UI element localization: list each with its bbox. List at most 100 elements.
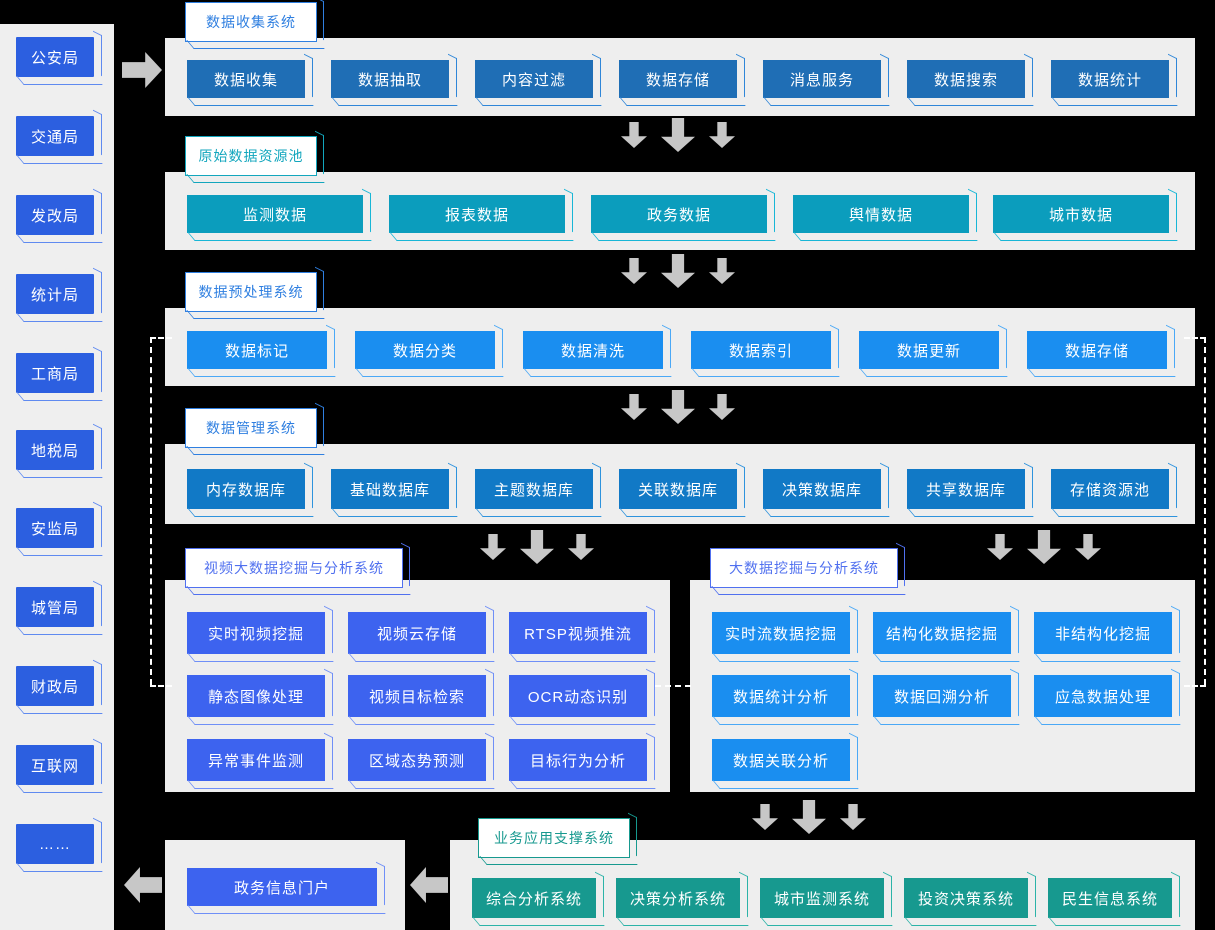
management-item-0[interactable]: 内存数据库: [187, 469, 305, 509]
portal-item-0[interactable]: 政务信息门户: [187, 868, 377, 906]
sidebar-item-6[interactable]: 安监局: [16, 508, 94, 548]
box-label: RTSP视频推流: [524, 625, 632, 643]
tab-management-system: 数据管理系统: [185, 408, 317, 448]
box-label: 城市监测系统: [773, 890, 870, 908]
tab-label: 数据收集系统: [206, 14, 296, 30]
sidebar-item-label: 工商局: [30, 365, 79, 383]
sidebar-item-label: 统计局: [30, 286, 79, 304]
box-label: 数据抽取: [357, 71, 422, 89]
flow-arrow-small: [568, 534, 594, 560]
data-mining-item-0[interactable]: 实时流数据挖掘: [712, 612, 850, 654]
raw-pool-item-4[interactable]: 城市数据: [993, 195, 1169, 233]
management-item-3[interactable]: 关联数据库: [619, 469, 737, 509]
right-scope-dashed-top: [1184, 337, 1206, 339]
preprocess-item-3[interactable]: 数据索引: [691, 331, 831, 369]
video-mining-item-7[interactable]: 区域态势预测: [348, 739, 486, 781]
collection-item-3[interactable]: 数据存储: [619, 60, 737, 98]
sidebar-item-5[interactable]: 地税局: [16, 430, 94, 470]
collection-item-2[interactable]: 内容过滤: [475, 60, 593, 98]
left-scope-dashed-bottom: [150, 685, 172, 687]
box-label: 数据统计分析: [732, 688, 829, 706]
video-mining-item-4[interactable]: 视频目标检索: [348, 675, 486, 717]
tab-label: 视频大数据挖掘与分析系统: [204, 560, 384, 576]
sidebar-item-8[interactable]: 财政局: [16, 666, 94, 706]
box-label: 投资决策系统: [917, 890, 1014, 908]
box-label: 数据回溯分析: [893, 688, 990, 706]
box-label: 数据存储: [1064, 342, 1129, 360]
raw-pool-item-3[interactable]: 舆情数据: [793, 195, 969, 233]
business-support-item-3[interactable]: 投资决策系统: [904, 878, 1028, 918]
sidebar-item-3[interactable]: 统计局: [16, 274, 94, 314]
right-scope-dashed-line: [1204, 337, 1206, 685]
box-label: 政务数据: [646, 206, 711, 224]
data-mining-item-3[interactable]: 数据统计分析: [712, 675, 850, 717]
left-scope-dashed-line: [150, 337, 152, 685]
collection-item-0[interactable]: 数据收集: [187, 60, 305, 98]
flow-arrow-small: [480, 534, 506, 560]
management-item-5[interactable]: 共享数据库: [907, 469, 1025, 509]
flow-arrow-small: [709, 258, 735, 284]
tab-label: 业务应用支撑系统: [494, 830, 614, 846]
sidebar-item-9[interactable]: 互联网: [16, 745, 94, 785]
box-label: 应急数据处理: [1054, 688, 1151, 706]
management-item-4[interactable]: 决策数据库: [763, 469, 881, 509]
box-label: 基础数据库: [349, 481, 430, 499]
preprocess-item-1[interactable]: 数据分类: [355, 331, 495, 369]
video-mining-item-5[interactable]: OCR动态识别: [509, 675, 647, 717]
sidebar-item-0[interactable]: 公安局: [16, 37, 94, 77]
business-support-item-0[interactable]: 综合分析系统: [472, 878, 596, 918]
data-mining-item-1[interactable]: 结构化数据挖掘: [873, 612, 1011, 654]
box-label: 数据分类: [392, 342, 457, 360]
tab-collection-system: 数据收集系统: [185, 2, 317, 42]
management-item-1[interactable]: 基础数据库: [331, 469, 449, 509]
collection-item-5[interactable]: 数据搜索: [907, 60, 1025, 98]
data-mining-item-4[interactable]: 数据回溯分析: [873, 675, 1011, 717]
video-mining-item-1[interactable]: 视频云存储: [348, 612, 486, 654]
tab-video-mining-system: 视频大数据挖掘与分析系统: [185, 548, 403, 588]
box-label: 共享数据库: [925, 481, 1006, 499]
preprocess-item-2[interactable]: 数据清洗: [523, 331, 663, 369]
video-mining-item-0[interactable]: 实时视频挖掘: [187, 612, 325, 654]
collection-item-6[interactable]: 数据统计: [1051, 60, 1169, 98]
tab-label: 数据预处理系统: [198, 284, 304, 300]
collection-item-4[interactable]: 消息服务: [763, 60, 881, 98]
raw-pool-item-2[interactable]: 政务数据: [591, 195, 767, 233]
business-support-item-2[interactable]: 城市监测系统: [760, 878, 884, 918]
preprocess-item-4[interactable]: 数据更新: [859, 331, 999, 369]
box-label: 主题数据库: [493, 481, 574, 499]
sidebar-item-10[interactable]: ……: [16, 824, 94, 864]
box-label: 监测数据: [242, 206, 307, 224]
video-mining-item-6[interactable]: 异常事件监测: [187, 739, 325, 781]
data-mining-item-6[interactable]: 数据关联分析: [712, 739, 850, 781]
collection-item-1[interactable]: 数据抽取: [331, 60, 449, 98]
flow-arrow-large: [520, 530, 554, 564]
business-support-item-1[interactable]: 决策分析系统: [616, 878, 740, 918]
data-mining-item-5[interactable]: 应急数据处理: [1034, 675, 1172, 717]
data-mining-item-2[interactable]: 非结构化挖掘: [1034, 612, 1172, 654]
preprocess-item-0[interactable]: 数据标记: [187, 331, 327, 369]
tab-data-mining-system: 大数据挖掘与分析系统: [710, 548, 898, 588]
video-mining-item-8[interactable]: 目标行为分析: [509, 739, 647, 781]
raw-pool-item-1[interactable]: 报表数据: [389, 195, 565, 233]
tab-preprocess-system: 数据预处理系统: [185, 272, 317, 312]
tab-label: 数据管理系统: [206, 420, 296, 436]
sidebar-item-4[interactable]: 工商局: [16, 353, 94, 393]
sidebar-item-1[interactable]: 交通局: [16, 116, 94, 156]
video-mining-item-3[interactable]: 静态图像处理: [187, 675, 325, 717]
video-mining-item-2[interactable]: RTSP视频推流: [509, 612, 647, 654]
flow-arrow-large: [661, 254, 695, 288]
box-label: 结构化数据挖掘: [885, 625, 998, 643]
management-item-2[interactable]: 主题数据库: [475, 469, 593, 509]
sidebar-item-label: ……: [39, 835, 71, 853]
sidebar-item-7[interactable]: 城管局: [16, 587, 94, 627]
preprocess-item-5[interactable]: 数据存储: [1027, 331, 1167, 369]
sidebar-item-2[interactable]: 发改局: [16, 195, 94, 235]
raw-pool-item-0[interactable]: 监测数据: [187, 195, 363, 233]
box-label: 视频目标检索: [368, 688, 465, 706]
sidebar-item-label: 城管局: [30, 599, 79, 617]
management-item-6[interactable]: 存储资源池: [1051, 469, 1169, 509]
box-label: 舆情数据: [848, 206, 913, 224]
sidebar-item-label: 财政局: [30, 678, 79, 696]
flow-arrow-small: [987, 534, 1013, 560]
business-support-item-4[interactable]: 民生信息系统: [1048, 878, 1172, 918]
